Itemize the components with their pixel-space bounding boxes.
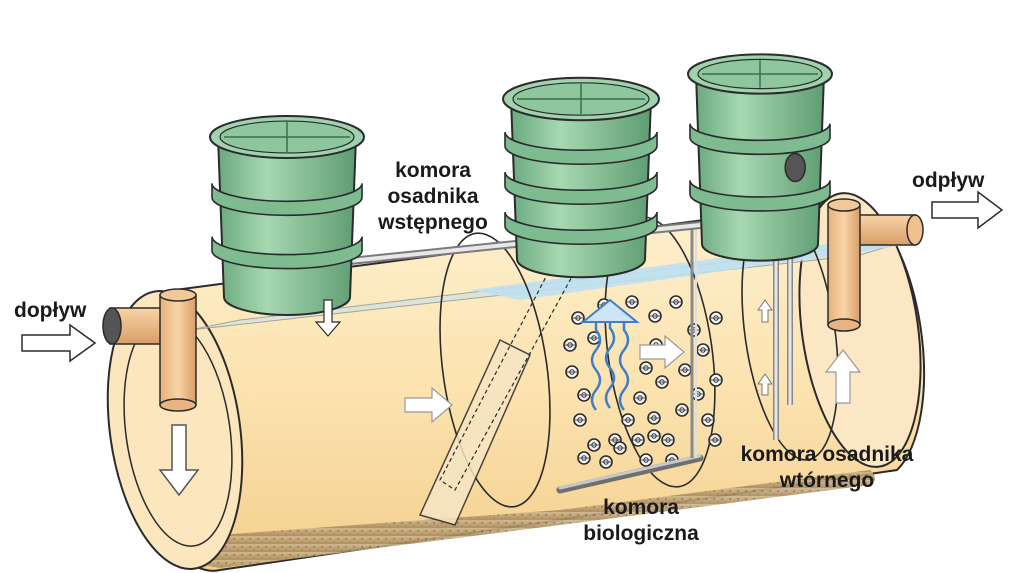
label-primary-chamber: komora osadnika wstępnego <box>368 158 498 236</box>
label-secondary-line2: wtórnego <box>779 469 875 492</box>
small-up-arrow-1 <box>757 299 773 323</box>
media-carrier <box>577 451 591 465</box>
aeration-bubbles <box>580 298 640 411</box>
media-carrier <box>701 413 715 427</box>
label-secondary-line1: komora osadnika <box>740 443 914 466</box>
aeration-diffuser <box>556 225 704 494</box>
media-carrier <box>647 429 661 443</box>
media-carrier <box>621 413 635 427</box>
inlet-pipe <box>102 288 197 412</box>
transfer-arrow <box>404 386 453 424</box>
bio-arrow <box>639 334 685 370</box>
flow-arrows <box>21 190 1004 497</box>
media-carrier <box>587 438 601 452</box>
media-carrier <box>633 391 647 405</box>
media-carrier <box>687 323 701 337</box>
up-arrow-secondary <box>824 349 862 404</box>
media-carrier <box>691 387 705 401</box>
riser-3 <box>687 53 833 262</box>
media-carrier <box>631 433 645 447</box>
label-biological-chamber: komora biologiczna <box>566 495 716 547</box>
media-carrier <box>573 413 587 427</box>
media-carrier <box>565 365 579 379</box>
label-biological-line1: komora <box>603 496 679 519</box>
media-carrier <box>709 373 723 387</box>
media-carrier <box>563 338 577 352</box>
outflow-arrow <box>931 190 1004 230</box>
inlet-drop-arrow <box>158 424 200 497</box>
media-carrier <box>708 433 722 447</box>
label-primary-line2: osadnika <box>387 185 479 208</box>
media-carrier <box>639 453 653 467</box>
media-carrier <box>669 295 683 309</box>
media-carrier <box>639 361 653 375</box>
media-carrier <box>696 343 710 357</box>
small-up-arrow-2 <box>757 373 773 396</box>
inflow-arrow <box>21 323 97 363</box>
media-carrier <box>571 311 585 325</box>
label-primary-line3: wstępnego <box>378 211 488 234</box>
media-carrier <box>577 388 591 402</box>
media-carrier <box>599 455 613 469</box>
return-pipes <box>773 245 793 440</box>
media-carrier <box>709 311 723 325</box>
label-secondary-chamber: komora osadnika wtórnego <box>722 442 932 494</box>
label-inflow: dopływ <box>14 299 87 322</box>
down-arrow-riser1 <box>314 299 342 337</box>
media-carrier <box>647 411 661 425</box>
media-carrier <box>655 375 669 389</box>
label-outflow: odpływ <box>912 169 985 192</box>
media-carrier <box>661 433 675 447</box>
riser-2 <box>502 76 660 279</box>
media-carrier <box>625 295 639 309</box>
media-carrier <box>613 441 627 455</box>
riser-1 <box>209 115 365 316</box>
label-biological-line2: biologiczna <box>583 522 699 545</box>
media-carrier <box>675 403 689 417</box>
media-carrier <box>678 363 692 377</box>
outlet-pipe <box>827 198 924 332</box>
label-primary-line1: komora <box>395 159 471 182</box>
media-carrier <box>648 309 662 323</box>
